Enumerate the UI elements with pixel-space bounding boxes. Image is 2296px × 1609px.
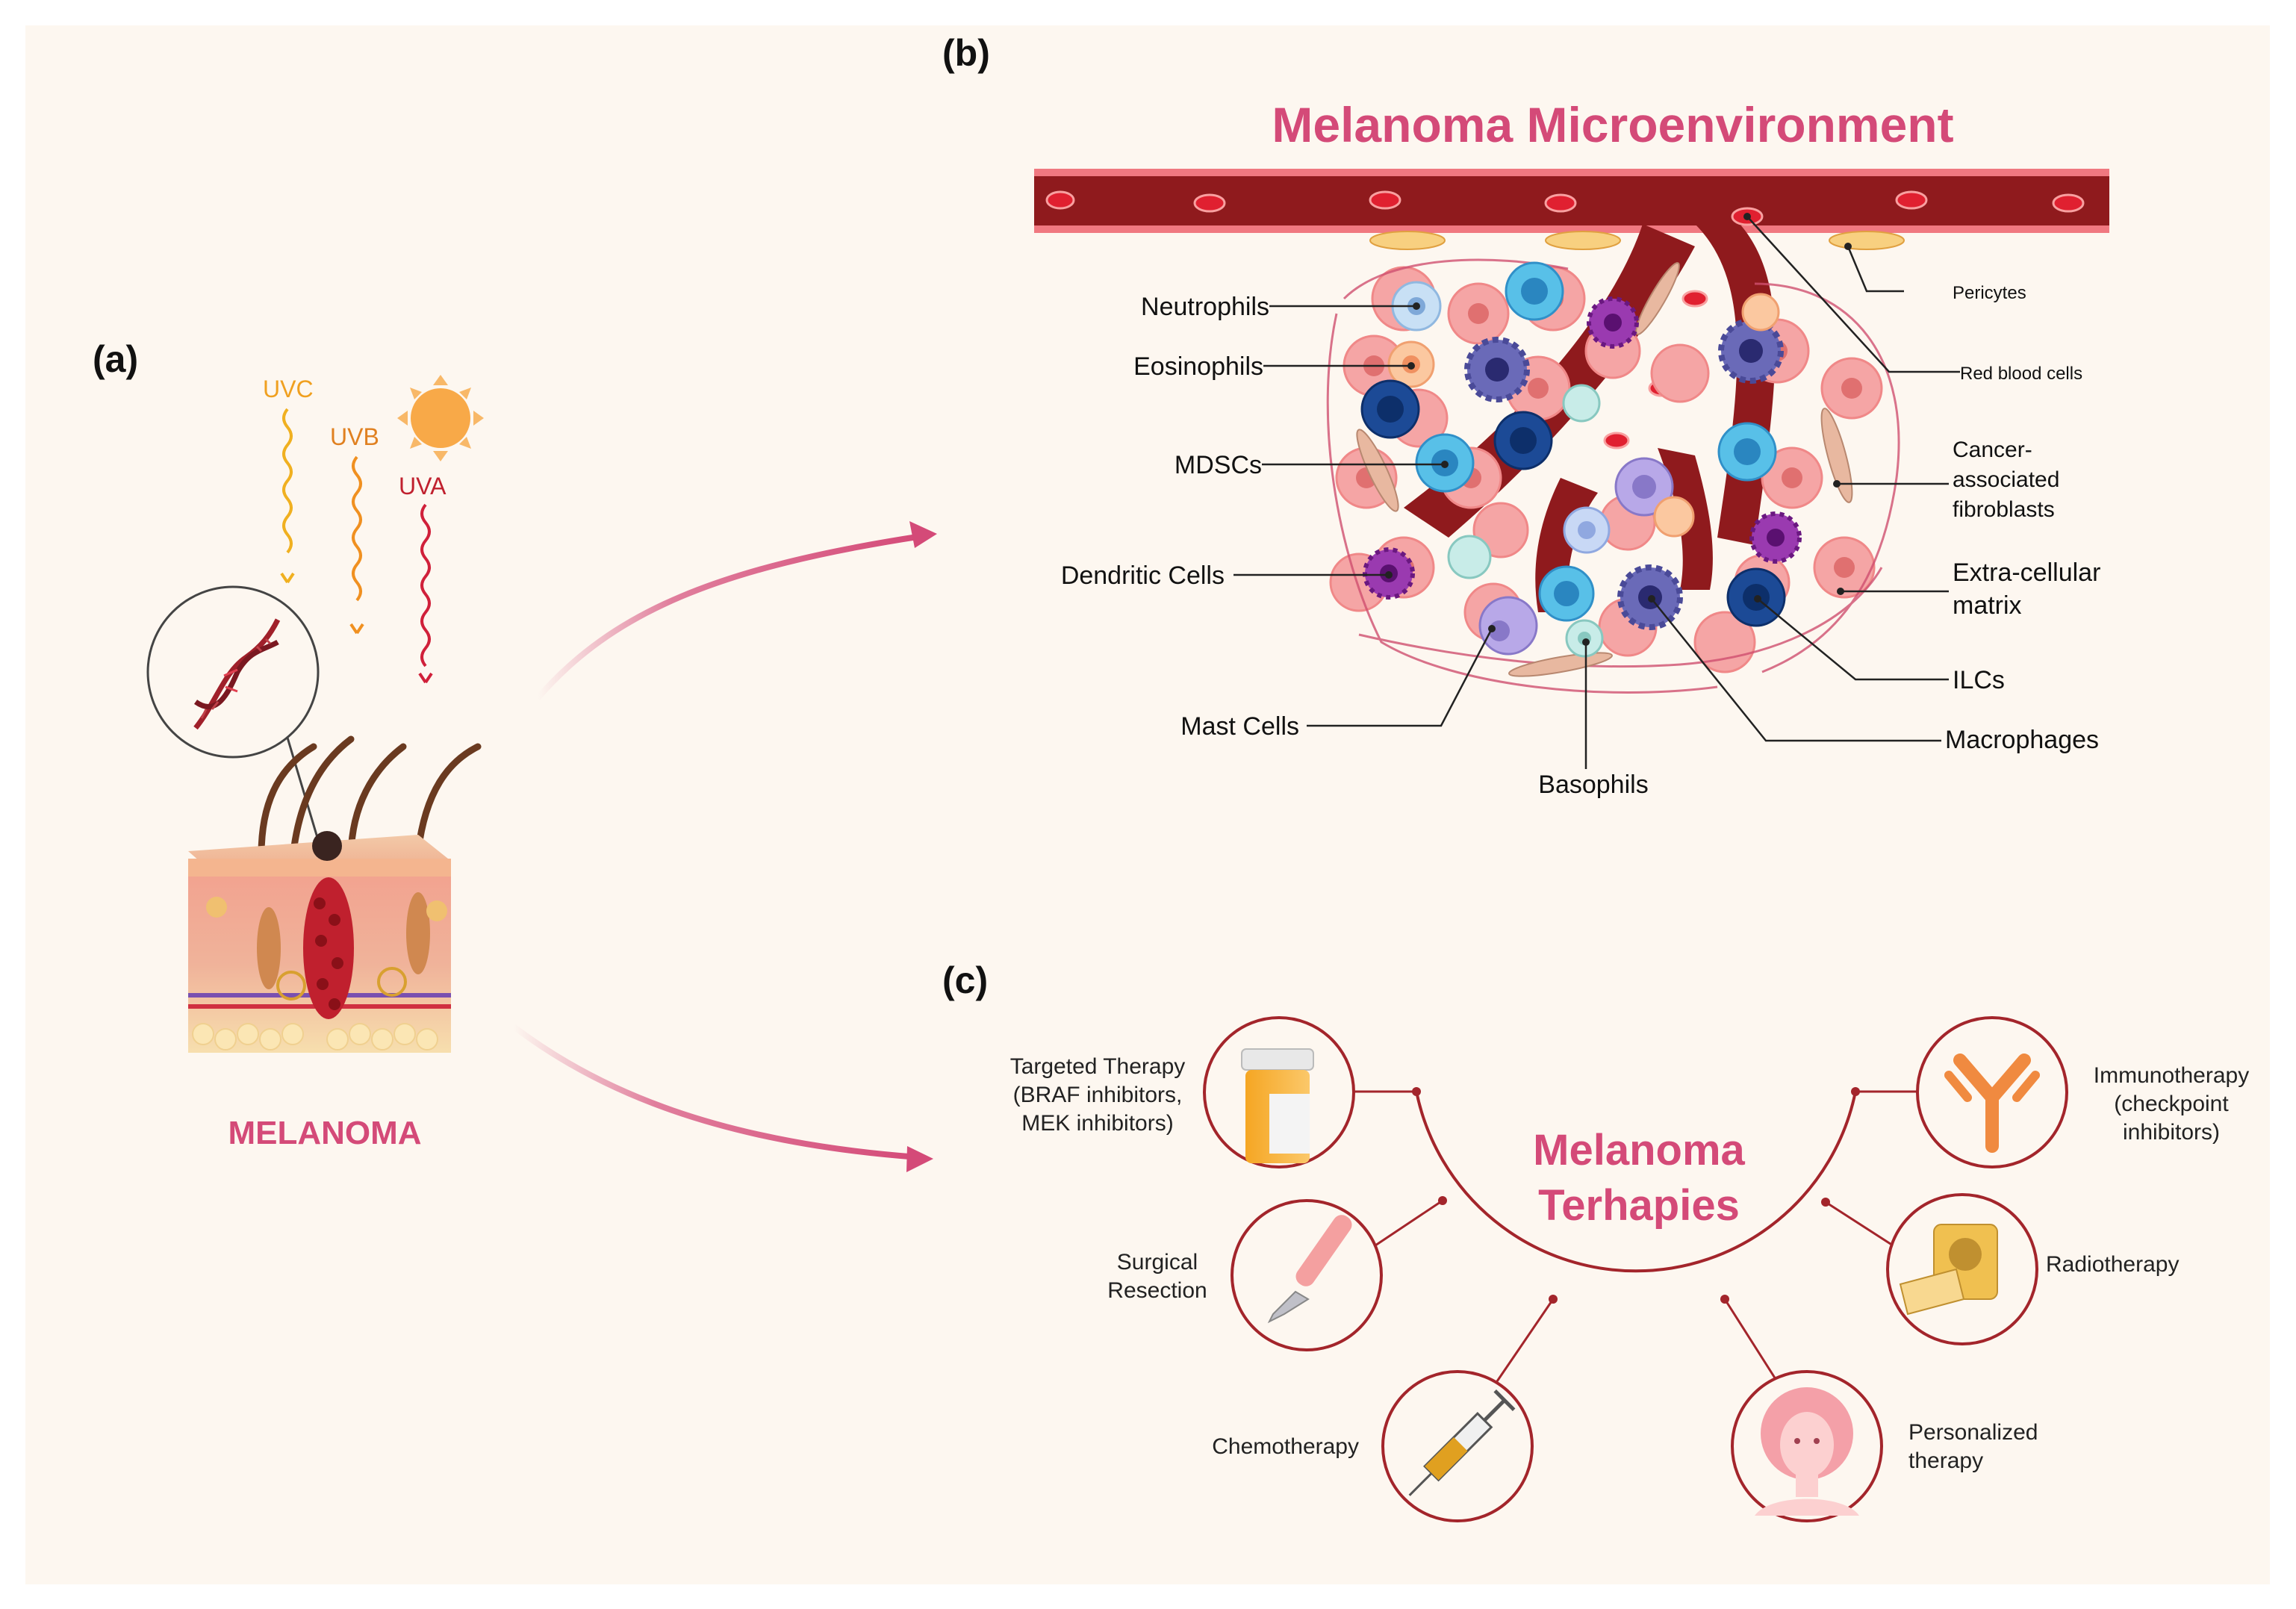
uv-rays [280,408,433,684]
label-caf-line1: Cancer- [1953,438,2032,462]
leader-lines [1233,216,1960,769]
label-ecm-line1: Extra-cellular [1953,558,2100,587]
arrow-head-b [909,521,937,548]
antibody-icon [1944,1054,2040,1153]
personalized-label-line2: therapy [1908,1448,1983,1473]
surgical-label-line1: Surgical [1117,1250,1198,1275]
immunotherapy-label-line1: Immunotherapy [2094,1063,2249,1088]
label-basophils: Basophils [1538,771,1648,799]
sun-icon [397,375,484,461]
scalpel-icon [1267,1215,1352,1324]
hub-title-line1: Melanoma [1533,1126,1745,1174]
targeted-label-line1: Targeted Therapy [1010,1054,1186,1079]
panel-b: (b) Melanoma Microenvironment [942,32,2109,799]
immunotherapy-label-line3: inhibitors) [2123,1120,2220,1145]
label-eosinophils: Eosinophils [1133,352,1263,381]
radiotherapy-machine-icon [1899,1224,1998,1316]
label-mdscs: MDSCs [1175,451,1262,479]
dna-damage-inset [146,585,320,841]
label-macrophages: Macrophages [1945,726,2099,754]
chemotherapy-label: Chemotherapy [1212,1434,1359,1459]
surgical-label-line2: Resection [1107,1278,1207,1303]
uvb-ray [352,455,362,602]
mast-cell [1478,596,1538,656]
label-caf-line3: fibroblasts [1953,497,2055,522]
pill-bottle-icon [1241,1048,1314,1163]
uvc-label: UVC [263,376,314,402]
arrow-to-microenvironment [535,533,923,700]
basophil-cell [1565,619,1604,658]
label-ilcs: ILCs [1953,666,2005,694]
skin-cross-section [188,735,482,1053]
uva-label: UVA [399,473,447,499]
figure-background [25,25,2270,1584]
personalized-label-line1: Personalized [1908,1420,2038,1445]
melanoma-caption: MELANOMA [228,1115,421,1151]
microenvironment-title: Melanoma Microenvironment [1272,97,1953,152]
uva-ray [420,503,431,667]
label-caf-line2: associated [1953,467,2059,492]
uvb-label: UVB [330,423,379,450]
panel-a: (a) UVC UVB UVA [93,338,484,1151]
label-pericytes: Pericytes [1953,283,2026,303]
label-ecm-line2: matrix [1953,591,2022,620]
label-mast-cells: Mast Cells [1180,712,1299,741]
dna-icon [193,618,281,730]
patient-face-icon [1755,1387,1859,1516]
therapy-hub-arc [1415,1091,1857,1273]
immunotherapy-label-line2: (checkpoint [2114,1092,2229,1116]
label-dendritic-cells: Dendritic Cells [1061,561,1225,590]
panel-c-label: (c) [942,959,988,1001]
syringe-icon [1408,1389,1516,1496]
arrow-to-therapies [511,1024,919,1160]
radiotherapy-label: Radiotherapy [2046,1252,2179,1277]
immune-cells [1360,261,1802,658]
label-neutrophils: Neutrophils [1141,293,1269,321]
panel-c: (c) Melanoma Terhapies [942,959,2249,1522]
panel-b-label: (b) [942,32,990,74]
panel-a-label: (a) [93,338,138,380]
uvc-ray [282,408,293,554]
hub-title-line2: Terhapies [1538,1181,1740,1230]
connector-arrows [511,521,937,1172]
arrow-head-c [906,1146,933,1172]
targeted-label-line2: (BRAF inhibitors, [1013,1083,1183,1107]
label-red-blood-cells: Red blood cells [1960,364,2082,384]
targeted-label-line3: MEK inhibitors) [1021,1111,1173,1136]
